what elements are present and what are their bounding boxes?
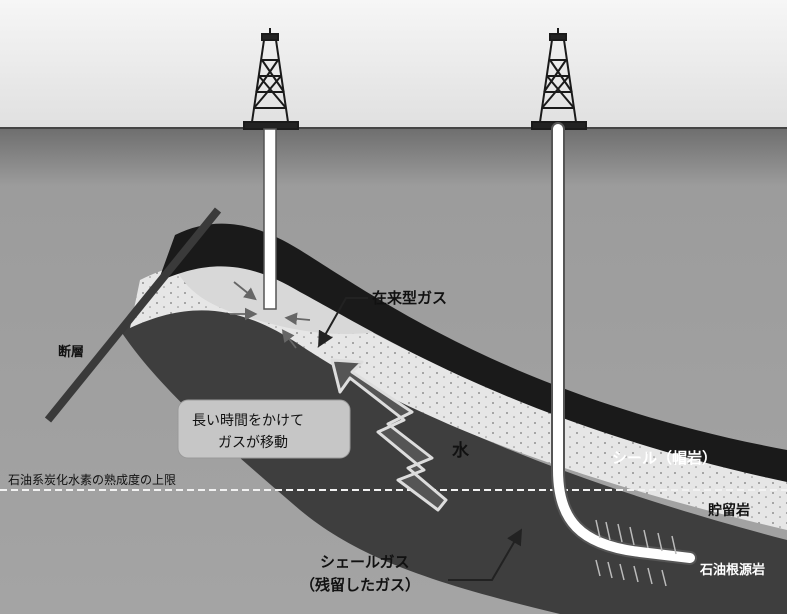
shale-gas-label-line2: （残留したガス） <box>300 576 421 594</box>
fault-label: 断層 <box>58 345 85 360</box>
sky <box>0 0 787 128</box>
water-label: 水 <box>452 441 469 461</box>
fault-line <box>44 207 222 423</box>
reservoir-label: 貯留岩 <box>708 503 750 519</box>
shale-gas-leader <box>448 528 523 581</box>
vertical-well <box>263 128 277 310</box>
maturity-limit-label: 石油系炭化水素の熟成度の上限 <box>8 473 177 487</box>
migration-box <box>177 399 351 459</box>
conventional-gas-leader <box>318 297 368 348</box>
conventional-gas-label: 在来型ガス <box>372 289 448 307</box>
migration-arrow <box>330 358 448 512</box>
fracture-marks <box>595 519 677 587</box>
converging-arrows <box>230 281 311 349</box>
migration-label-line1: 長い時間をかけて <box>192 413 304 429</box>
seal-label: シール（帽岩） <box>612 449 718 467</box>
source-rock-label: 石油根源岩 <box>700 563 766 578</box>
shale-gas-label-line1: シェールガス <box>320 553 410 571</box>
migration-label-line2: ガスが移動 <box>218 435 288 451</box>
seal-layer <box>158 223 787 482</box>
